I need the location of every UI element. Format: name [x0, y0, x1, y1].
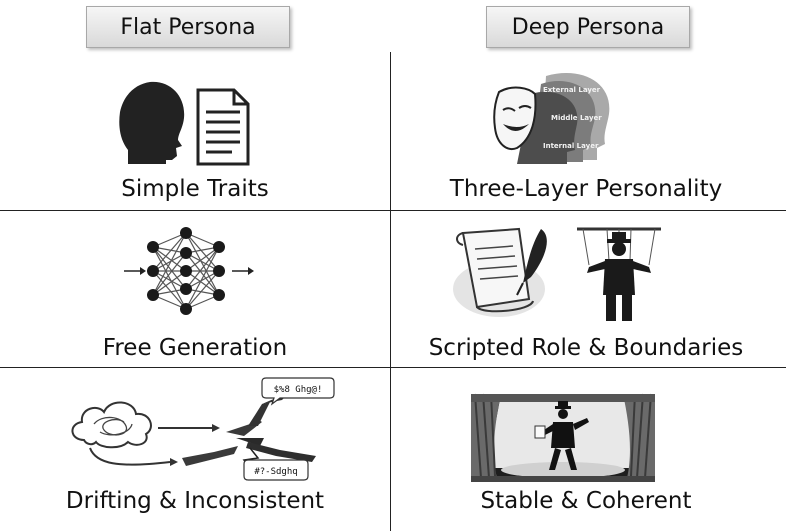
scroll-quill-icon [453, 227, 547, 317]
free-generation-illustration [0, 223, 390, 323]
document-icon [196, 88, 250, 166]
flat-persona-header: Flat Persona [86, 6, 290, 48]
cell-simple-traits: Simple Traits [0, 52, 390, 210]
stable-illustration [391, 392, 781, 484]
scattered-arrows-icon [89, 392, 316, 481]
svg-text:Middle Layer: Middle Layer [551, 114, 602, 122]
three-layer-illustration: External Layer Middle Layer Internal Lay… [391, 64, 781, 172]
cell-stable: Stable & Coherent [391, 368, 781, 531]
drifting-label: Drifting & Inconsistent [65, 488, 325, 514]
puppet-icon [577, 227, 661, 321]
cell-drifting: $%8 Ghg@! #?-Sdghq Drifting & Inconsiste… [0, 368, 390, 531]
theater-mask-icon [493, 86, 537, 150]
row-divider-2 [0, 367, 786, 368]
internal-layer-label: Internal Layer [543, 142, 599, 150]
svg-text:Internal Layer: Internal Layer [543, 142, 599, 150]
svg-text:$%8 Ghg@!: $%8 Ghg@! [274, 385, 323, 395]
svg-text:#?-Sdghq: #?-Sdghq [254, 467, 297, 477]
cell-scripted-role: Scripted Role & Boundaries [391, 211, 781, 367]
deep-persona-header: Deep Persona [486, 6, 690, 48]
scripted-role-illustration [391, 219, 781, 327]
drifting-illustration: $%8 Ghg@! #?-Sdghq [0, 376, 390, 486]
stage-performer-icon [471, 393, 655, 482]
stable-label: Stable & Coherent [480, 488, 692, 514]
row-divider-1 [0, 210, 786, 211]
simple-traits-illustration [0, 68, 390, 168]
external-layer-label: External Layer [543, 86, 601, 94]
column-divider [390, 52, 391, 531]
speech-bubble-top: $%8 Ghg@! [261, 377, 335, 406]
scripted-role-label: Scripted Role & Boundaries [428, 335, 744, 361]
cell-three-layer: External Layer Middle Layer Internal Lay… [391, 52, 781, 210]
svg-text:External Layer: External Layer [543, 86, 601, 94]
head-silhouette-icon [119, 81, 185, 164]
simple-traits-label: Simple Traits [121, 176, 269, 202]
speech-bubble-bottom: #?-Sdghq [243, 459, 309, 481]
cell-free-generation: Free Generation [0, 211, 390, 367]
neural-network-icon [124, 227, 254, 315]
three-layer-label: Three-Layer Personality [449, 176, 723, 202]
free-generation-label: Free Generation [102, 335, 288, 361]
tangled-cloud-icon [71, 401, 152, 449]
middle-layer-label: Middle Layer [551, 114, 602, 122]
